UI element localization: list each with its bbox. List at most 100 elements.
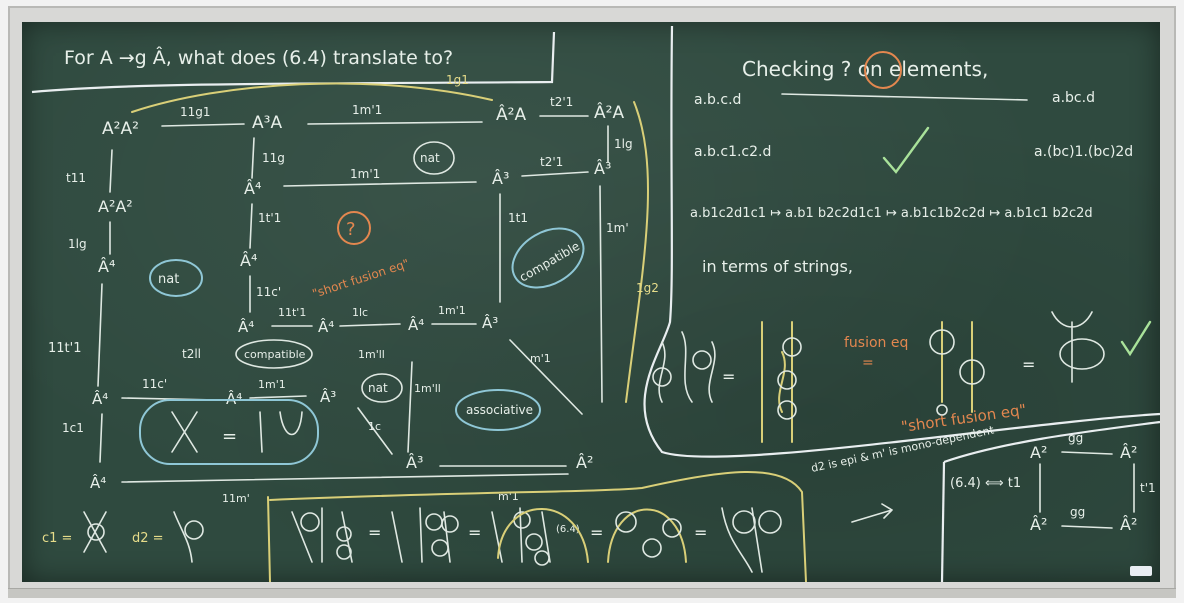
question-circle bbox=[864, 51, 902, 89]
lbl-11t1-left: 11t'1 bbox=[48, 341, 81, 356]
node-a4-4: Â⁴ bbox=[238, 317, 254, 336]
lbl-1m1-b: 1m'1 bbox=[350, 167, 380, 181]
svg-text:=: = bbox=[694, 523, 707, 542]
lbl-1g2: 1g2 bbox=[636, 281, 659, 295]
board-divider bbox=[643, 25, 1160, 458]
arrow-row1 bbox=[781, 93, 1028, 101]
lbl-t11: t11 bbox=[66, 171, 86, 185]
chalkboard: For A →g Â, what does (6.4) translate to… bbox=[22, 22, 1160, 582]
elements-row3: a.b1c2d1c1 ↦ a.b1 b2c2d1c1 ↦ a.b1c1b2c2d… bbox=[690, 206, 1093, 221]
svg-text:=: = bbox=[862, 355, 874, 371]
node-a3a: A³A bbox=[252, 113, 282, 133]
cs-top-left: A² bbox=[1030, 443, 1047, 462]
lbl-11c: 11c' bbox=[256, 285, 281, 299]
divider-lower-right-top bbox=[943, 420, 1160, 464]
lbl-1m: 1m' bbox=[606, 221, 629, 235]
chalk-tray bbox=[8, 588, 1176, 598]
svg-text:=: = bbox=[1022, 355, 1035, 374]
lbl-11c-b: 11c' bbox=[142, 377, 167, 391]
node-a4-5: Â⁴ bbox=[318, 317, 334, 336]
nat-label-1: nat bbox=[420, 151, 440, 165]
svg-text:=: = bbox=[590, 523, 603, 542]
nat-label-3: nat bbox=[368, 381, 388, 395]
lbl-t21: t2'1 bbox=[540, 155, 563, 169]
lbl-1mll: 1m'll bbox=[358, 348, 385, 361]
elements-row1-right: a.bc.d bbox=[1052, 90, 1095, 106]
check-mark bbox=[882, 126, 930, 174]
elements-row2-right: a.(bc)1.(bc)2d bbox=[1034, 144, 1133, 160]
lbl-1m1: 1m'1 bbox=[352, 103, 382, 117]
svg-text:=: = bbox=[722, 367, 735, 386]
c1-label: c1 = bbox=[42, 531, 72, 546]
lbl-1m1-c: 1m'1 bbox=[438, 304, 466, 317]
node-a4-3: Â⁴ bbox=[240, 251, 257, 270]
compatible-label-1: compatible bbox=[517, 239, 582, 285]
lbl-11m: 11m' bbox=[222, 492, 250, 505]
braid-box bbox=[139, 399, 319, 465]
cs-top-arrow: gg bbox=[1068, 431, 1083, 445]
lbl-11t1: 11t'1 bbox=[278, 306, 306, 319]
lbl-t2-1: t2'1 bbox=[550, 95, 573, 109]
cs-bottom-left: Â² bbox=[1030, 515, 1047, 534]
board-logo bbox=[1130, 566, 1152, 576]
question-mark: ? bbox=[346, 219, 356, 240]
arrow-1g1 bbox=[131, 82, 493, 113]
node-a2a-2: Â²A bbox=[594, 101, 624, 123]
lbl-1c1: 1c1 bbox=[62, 421, 84, 435]
node-a3-2: Â³ bbox=[594, 159, 611, 178]
short-fusion-label-1: "short fusion eq" bbox=[311, 256, 411, 300]
node-a2a2-b: A²A² bbox=[98, 197, 133, 216]
lbl-1t1: 1t'1 bbox=[258, 211, 281, 225]
fusion-eq-label: fusion eq bbox=[844, 335, 908, 351]
node-a2a-1: Â²A bbox=[496, 103, 526, 125]
node-a3-1: Â³ bbox=[492, 169, 509, 188]
arrow-1g2 bbox=[625, 101, 649, 403]
svg-text:=: = bbox=[222, 426, 237, 447]
node-a4-8: Â⁴ bbox=[226, 389, 242, 408]
strings-note: in terms of strings, bbox=[702, 257, 853, 276]
lbl-t2ll: t2ll bbox=[182, 347, 201, 361]
lbl-11g: 11g bbox=[262, 151, 285, 165]
svg-text:(6.4): (6.4) bbox=[556, 524, 580, 535]
node-a4-2: Â⁴ bbox=[244, 179, 261, 198]
string-diagram-strip: c1 = d2 = = = (6.4) = = bbox=[42, 471, 807, 582]
compatible-label-2: compatible bbox=[244, 348, 306, 361]
node-a3-4: Â³ bbox=[320, 387, 336, 406]
lbl-1lg: 1lg bbox=[68, 237, 87, 251]
commutative-square: A² gg Â² (6.4) ⟺ t1 t'1 Â² gg Â² bbox=[950, 431, 1156, 534]
nat-label-2: nat bbox=[158, 272, 179, 287]
svg-text:=: = bbox=[368, 523, 381, 542]
lbl-1lc: 1lc bbox=[352, 306, 368, 319]
node-a3-3: Â³ bbox=[482, 313, 498, 332]
divider-lower-right bbox=[940, 461, 946, 582]
elements-row2-left: a.b.c1.c2.d bbox=[694, 144, 771, 160]
svg-text:=: = bbox=[468, 523, 481, 542]
lbl-1mll-b: 1m'll bbox=[414, 382, 441, 395]
node-a4-9: Â⁴ bbox=[90, 473, 106, 492]
lbl-1t1-b: 1t1 bbox=[508, 211, 528, 225]
lbl-1lg-b: 1lg bbox=[614, 137, 633, 151]
node-a3-5: Â³ bbox=[406, 453, 423, 472]
associative-label: associative bbox=[466, 403, 533, 417]
cs-bottom-right: Â² bbox=[1120, 515, 1137, 534]
elements-row1-left: a.b.c.d bbox=[694, 92, 741, 108]
implication-arrow bbox=[851, 503, 893, 523]
node-a4-6: Â⁴ bbox=[408, 315, 424, 334]
header-question: For A →g Â, what does (6.4) translate to… bbox=[64, 46, 453, 69]
lbl-m1: m'1 bbox=[530, 352, 551, 365]
cs-bottom-arrow: gg bbox=[1070, 505, 1085, 519]
lbl-1g1: 1g1 bbox=[446, 73, 469, 87]
lbl-1c: 1c bbox=[368, 420, 381, 433]
node-a2: Â² bbox=[576, 453, 593, 472]
lbl-11g1: 11g1 bbox=[180, 105, 211, 119]
node-a2a2: A²A² bbox=[102, 119, 139, 139]
node-a4-7: Â⁴ bbox=[92, 389, 108, 408]
d2-label: d2 = bbox=[132, 531, 164, 546]
node-a4-1: Â⁴ bbox=[98, 257, 115, 276]
chalk-drawing: For A →g Â, what does (6.4) translate to… bbox=[31, 25, 1160, 582]
cs-top-right: Â² bbox=[1120, 443, 1137, 462]
header-underline bbox=[31, 31, 556, 94]
cs-left-label: (6.4) ⟺ t1 bbox=[950, 476, 1021, 491]
lbl-1m1-d: 1m'1 bbox=[258, 378, 286, 391]
cs-right-label: t'1 bbox=[1140, 481, 1156, 495]
